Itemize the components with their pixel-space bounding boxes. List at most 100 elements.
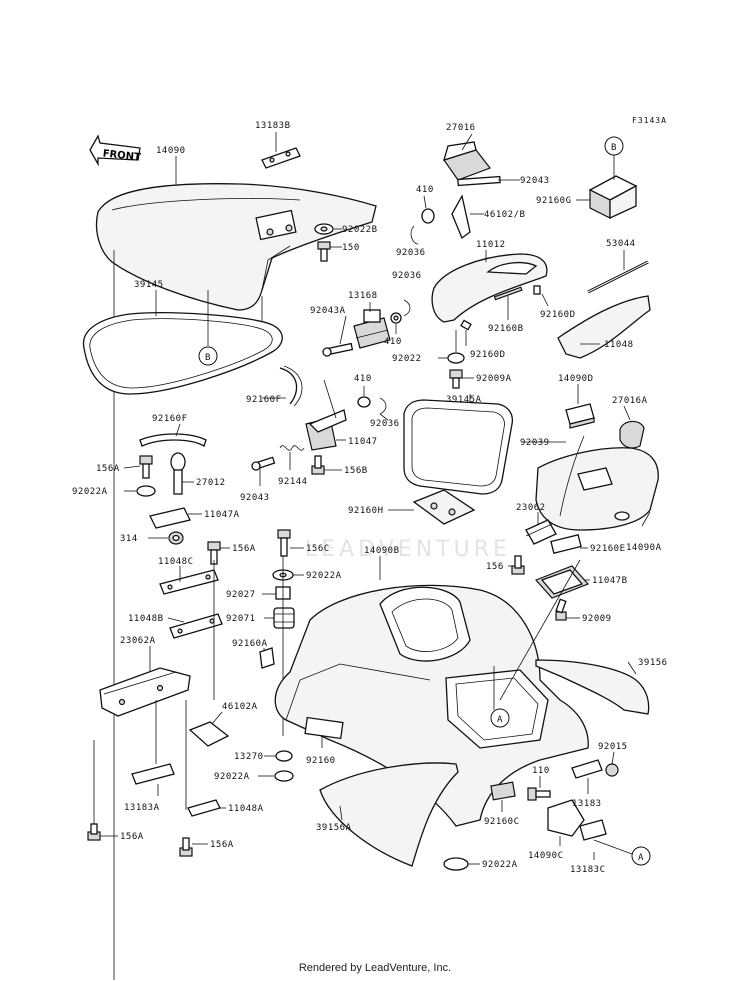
label-11047A: 11047A [204, 510, 240, 520]
latch-46102B [451, 194, 471, 240]
label-92160E: 92160E [590, 544, 626, 554]
pin-92043-low [251, 456, 276, 471]
bolt-156C [277, 529, 291, 557]
pin-92043-top [457, 175, 501, 187]
front-arrow-icon: FRONT [89, 134, 141, 167]
figure-id: F3143A [632, 116, 667, 125]
label-39145: 39145 [134, 280, 164, 290]
washer-92022 [447, 352, 465, 364]
svg-text:A: A [638, 853, 644, 863]
bolt-92009A [449, 369, 463, 389]
label-11048C: 11048C [158, 557, 194, 567]
label-27016: 27016 [446, 123, 476, 133]
label-11047: 11047 [348, 437, 378, 447]
plate-13183 [571, 759, 603, 779]
label-92043-top: 92043 [520, 176, 550, 186]
label-410-low: 410 [354, 374, 372, 384]
bracket-13183B [261, 147, 301, 169]
label-92160D-b: 92160D [470, 350, 506, 360]
washer-92022A-d [443, 857, 469, 871]
plate-11048B [169, 613, 223, 639]
label-23062A: 23062A [120, 636, 156, 646]
label-156C: 156C [306, 544, 330, 554]
washer-92022A-a [136, 485, 156, 497]
label-92071: 92071 [226, 614, 256, 624]
panel-39156A [319, 762, 459, 867]
label-39145A: 39145A [446, 395, 482, 405]
plate-13183A [131, 763, 175, 785]
label-92160: 92160 [306, 756, 336, 766]
label-13168: 13168 [348, 291, 378, 301]
label-13183C: 13183C [570, 865, 606, 875]
label-13270: 13270 [234, 752, 264, 762]
pad-92160H [412, 489, 476, 525]
svg-text:A: A [497, 715, 503, 725]
svg-text:B: B [205, 353, 211, 363]
label-156B: 156B [344, 466, 368, 476]
label-92022A-b: 92022A [306, 571, 342, 581]
label-92160H: 92160H [348, 506, 384, 516]
label-39156: 39156 [638, 658, 668, 668]
label-92043A: 92043A [310, 306, 346, 316]
label-92022A-a: 92022A [72, 487, 108, 497]
label-14090C: 14090C [528, 851, 564, 861]
front-label: FRONT [102, 148, 141, 163]
grommet-92071 [273, 607, 295, 629]
label-27016A: 27016A [612, 396, 648, 406]
label-156A-a: 156A [96, 464, 120, 474]
plate-11048A [187, 799, 221, 817]
label-156A-c: 156A [120, 832, 144, 842]
label-14090A: 14090A [626, 543, 662, 553]
label-13183B: 13183B [255, 121, 291, 131]
footer-credit: Rendered by LeadVenture, Inc. [298, 962, 452, 974]
pad-92160B [493, 286, 523, 301]
bracket-14090C [547, 799, 585, 837]
label-92022B: 92022B [342, 225, 378, 235]
label-11048: 11048 [604, 340, 634, 350]
cap-27016 [443, 141, 491, 181]
label-92039: 92039 [520, 438, 550, 448]
bracket-11047 [305, 409, 347, 451]
label-92022A-c: 92022A [214, 772, 250, 782]
clip-92036-b [403, 299, 411, 317]
pad-92160C [490, 781, 516, 801]
label-11048B: 11048B [128, 614, 164, 624]
bolt-156B [311, 455, 325, 475]
label-14090D: 14090D [558, 374, 594, 384]
label-314: 314 [120, 534, 138, 544]
callout-b-seal: B [198, 346, 218, 366]
pad-92160D-a [533, 285, 541, 295]
label-92036-a: 92036 [396, 248, 426, 258]
hinge-23062 [525, 519, 557, 545]
washer-410-top [421, 208, 435, 224]
label-13183A: 13183A [124, 803, 160, 813]
label-46102A: 46102A [222, 702, 258, 712]
label-92022: 92022 [392, 354, 422, 364]
lid-14090A [535, 447, 659, 531]
clip-92036-a [410, 225, 419, 245]
label-92022A-d: 92022A [482, 860, 518, 870]
striker-27012 [170, 452, 186, 495]
label-46102B: 46102/B [484, 210, 525, 220]
label-92036-c: 92036 [370, 419, 400, 429]
clip-92036-c [379, 397, 387, 415]
label-156: 156 [486, 562, 504, 572]
label-92009A: 92009A [476, 374, 512, 384]
label-92160F-b: 92160F [152, 414, 188, 424]
bolt-150 [317, 241, 331, 262]
bolt-156A-d [179, 837, 193, 857]
leader-lines [100, 133, 651, 865]
plate-11048C [159, 569, 219, 595]
label-11048A: 11048A [228, 804, 264, 814]
seal-39145A [403, 399, 514, 495]
bolt-92009 [555, 598, 567, 621]
spring-92144 [279, 445, 305, 451]
watermark: LEADVENTURE [305, 537, 511, 562]
label-11012: 11012 [476, 240, 506, 250]
bolt-110 [527, 787, 551, 801]
label-23062: 23062 [516, 503, 546, 513]
hinge-23062A [99, 667, 191, 717]
label-39156A: 39156A [316, 823, 352, 833]
pad-92160 [304, 716, 344, 740]
